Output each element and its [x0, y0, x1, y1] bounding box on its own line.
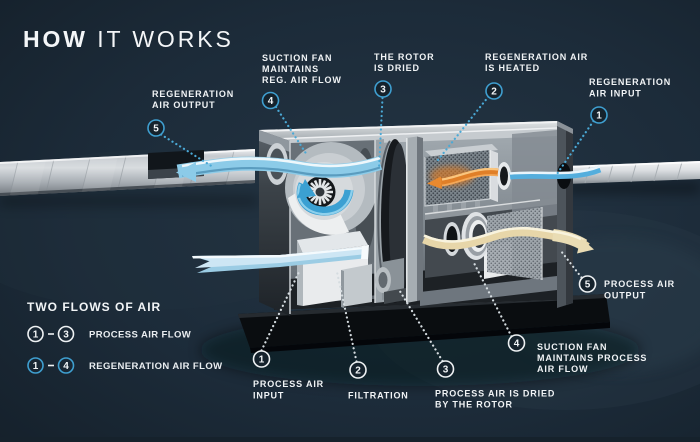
svg-text:1: 1	[259, 355, 265, 366]
svg-text:IS DRIED: IS DRIED	[374, 63, 420, 73]
svg-text:REGENERATION: REGENERATION	[589, 77, 671, 87]
svg-text:SUCTION FAN: SUCTION FAN	[537, 342, 607, 352]
svg-text:5: 5	[585, 280, 591, 291]
svg-text:5: 5	[153, 124, 159, 135]
svg-text:FILTRATION: FILTRATION	[348, 391, 409, 401]
svg-text:MAINTAINS: MAINTAINS	[262, 64, 319, 74]
svg-text:TWO FLOWS OF AIR: TWO FLOWS OF AIR	[27, 300, 161, 314]
svg-text:4: 4	[268, 96, 274, 107]
svg-text:3: 3	[443, 365, 449, 376]
svg-text:BY THE ROTOR: BY THE ROTOR	[435, 400, 513, 410]
svg-text:AIR INPUT: AIR INPUT	[589, 89, 642, 99]
svg-text:HOW IT WORKS: HOW IT WORKS	[23, 26, 234, 52]
svg-text:PROCESS AIR IS DRIED: PROCESS AIR IS DRIED	[435, 389, 555, 399]
svg-text:2: 2	[491, 87, 497, 98]
svg-text:REGENERATION AIR FLOW: REGENERATION AIR FLOW	[89, 361, 222, 372]
svg-text:2: 2	[355, 366, 361, 377]
svg-text:INPUT: INPUT	[253, 391, 284, 401]
svg-text:THE ROTOR: THE ROTOR	[374, 52, 435, 62]
svg-text:REGENERATION: REGENERATION	[152, 89, 234, 99]
svg-text:OUTPUT: OUTPUT	[604, 291, 646, 301]
svg-text:AIR FLOW: AIR FLOW	[537, 364, 588, 374]
svg-text:1: 1	[33, 330, 39, 341]
svg-text:REGENERATION AIR: REGENERATION AIR	[485, 52, 588, 62]
svg-text:REG. AIR FLOW: REG. AIR FLOW	[262, 75, 342, 85]
svg-text:AIR OUTPUT: AIR OUTPUT	[152, 100, 216, 110]
svg-text:PROCESS AIR FLOW: PROCESS AIR FLOW	[89, 330, 191, 341]
svg-text:4: 4	[514, 339, 520, 350]
svg-text:IS HEATED: IS HEATED	[485, 63, 540, 73]
svg-text:1: 1	[33, 361, 39, 372]
svg-text:MAINTAINS PROCESS: MAINTAINS PROCESS	[537, 353, 647, 363]
svg-text:1: 1	[596, 111, 602, 122]
svg-text:3: 3	[63, 330, 69, 341]
svg-text:SUCTION FAN: SUCTION FAN	[262, 53, 332, 63]
svg-text:3: 3	[380, 85, 386, 96]
svg-text:PROCESS AIR: PROCESS AIR	[604, 279, 675, 289]
svg-text:4: 4	[63, 361, 69, 372]
svg-text:PROCESS AIR: PROCESS AIR	[253, 379, 324, 389]
